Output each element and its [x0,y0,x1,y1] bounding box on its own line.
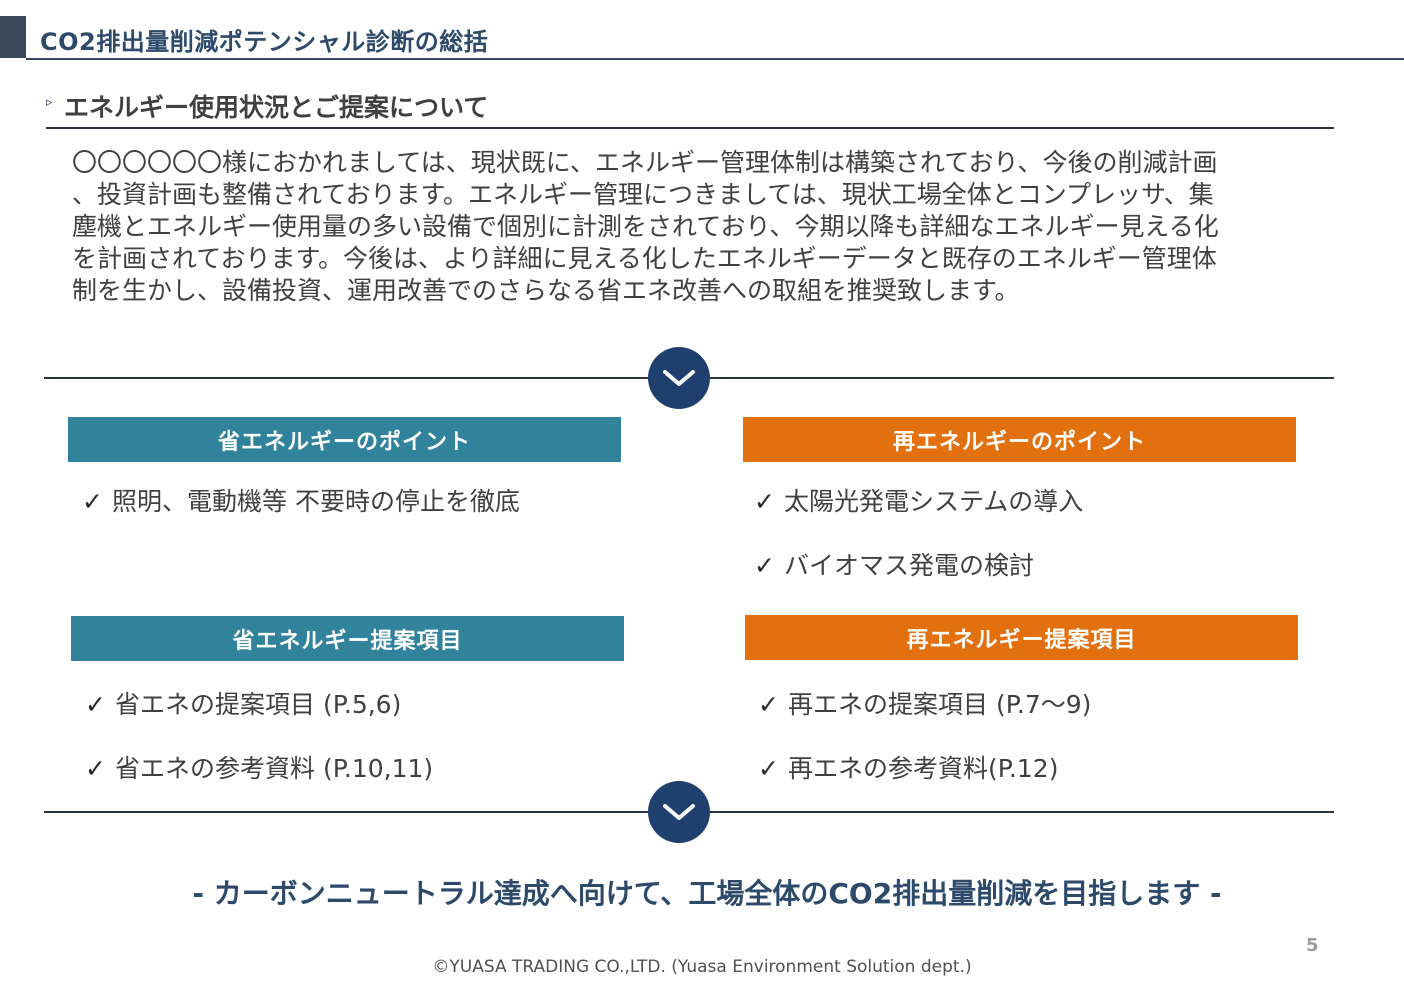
intro-line: 、投資計画も整備されております。エネルギー管理につきましては、現状工場全体とコン… [72,180,1214,209]
save-energy-points-header: 省エネルギーのポイント [68,417,621,462]
intro-line: 制を生かし、設備投資、運用改善でのさらなる省エネ改善への取組を推奨致します。 [72,276,1020,305]
renewable-proposal-item: ✓ 再エネの提案項目 (P.7～9) [758,685,1091,721]
save-energy-proposal-text: 省エネの参考資料 (P.10,11) [115,754,434,783]
save-energy-point-item: ✓ 照明、電動機等 不要時の停止を徹底 [82,482,520,518]
section-heading: ▹ エネルギー使用状況とご提案について [46,86,1334,130]
renewable-point-item: ✓ バイオマス発電の検討 [754,546,1034,582]
save-energy-proposal-item: ✓ 省エネの提案項目 (P.5,6) [85,685,401,721]
save-energy-proposals-header: 省エネルギー提案項目 [71,616,624,661]
intro-line: 塵機とエネルギー使用量の多い設備で個別に計測をされており、今期以降も詳細なエネル… [72,212,1219,241]
footer-copyright: ©YUASA TRADING CO.,LTD. (Yuasa Environme… [432,957,972,977]
page-title: CO2排出量削減ポテンシャル診断の総括 [40,28,489,56]
closing-statement: - カーボンニュートラル達成へ向けて、工場全体のCO2排出量削減を目指します - [192,877,1222,910]
section-title: エネルギー使用状況とご提案について [64,93,489,122]
section-underline [46,127,1334,129]
check-icon: ✓ [85,754,106,783]
check-icon: ✓ [85,690,106,719]
save-energy-point-text: 照明、電動機等 不要時の停止を徹底 [112,487,520,516]
chevron-down-icon [648,347,710,409]
check-icon: ✓ [758,690,779,719]
intro-line: を計画されております。今後は、より詳細に見える化したエネルギーデータと既存のエネ… [72,244,1217,273]
title-underline [26,58,1404,60]
chevron-down-icon [648,781,710,843]
triangle-right-icon: ▹ [46,95,53,110]
save-energy-proposal-item: ✓ 省エネの参考資料 (P.10,11) [85,749,433,785]
check-icon: ✓ [758,754,779,783]
renewable-point-item: ✓ 太陽光発電システムの導入 [754,482,1083,518]
renewable-proposal-item: ✓ 再エネの参考資料(P.12) [758,749,1058,785]
renewable-point-text: 太陽光発電システムの導入 [784,487,1084,516]
title-accent-block [0,16,26,58]
check-icon: ✓ [82,487,103,516]
renewable-proposals-header: 再エネルギー提案項目 [745,615,1298,660]
renewable-proposal-text: 再エネの参考資料(P.12) [788,754,1059,783]
save-energy-proposal-text: 省エネの提案項目 (P.5,6) [115,690,402,719]
renewable-points-header: 再エネルギーのポイント [743,417,1296,462]
check-icon: ✓ [754,551,775,580]
renewable-point-text: バイオマス発電の検討 [784,551,1035,580]
check-icon: ✓ [754,487,775,516]
intro-line: 〇〇〇〇〇〇様におかれましては、現状既に、エネルギー管理体制は構築されており、今… [72,148,1218,177]
renewable-proposal-text: 再エネの提案項目 (P.7～9) [788,690,1092,719]
title-bar: CO2排出量削減ポテンシャル診断の総括 [0,16,1404,60]
page-number: 5 [1306,935,1319,956]
intro-paragraph: 〇〇〇〇〇〇様におかれましては、現状既に、エネルギー管理体制は構築されており、今… [72,147,1312,307]
